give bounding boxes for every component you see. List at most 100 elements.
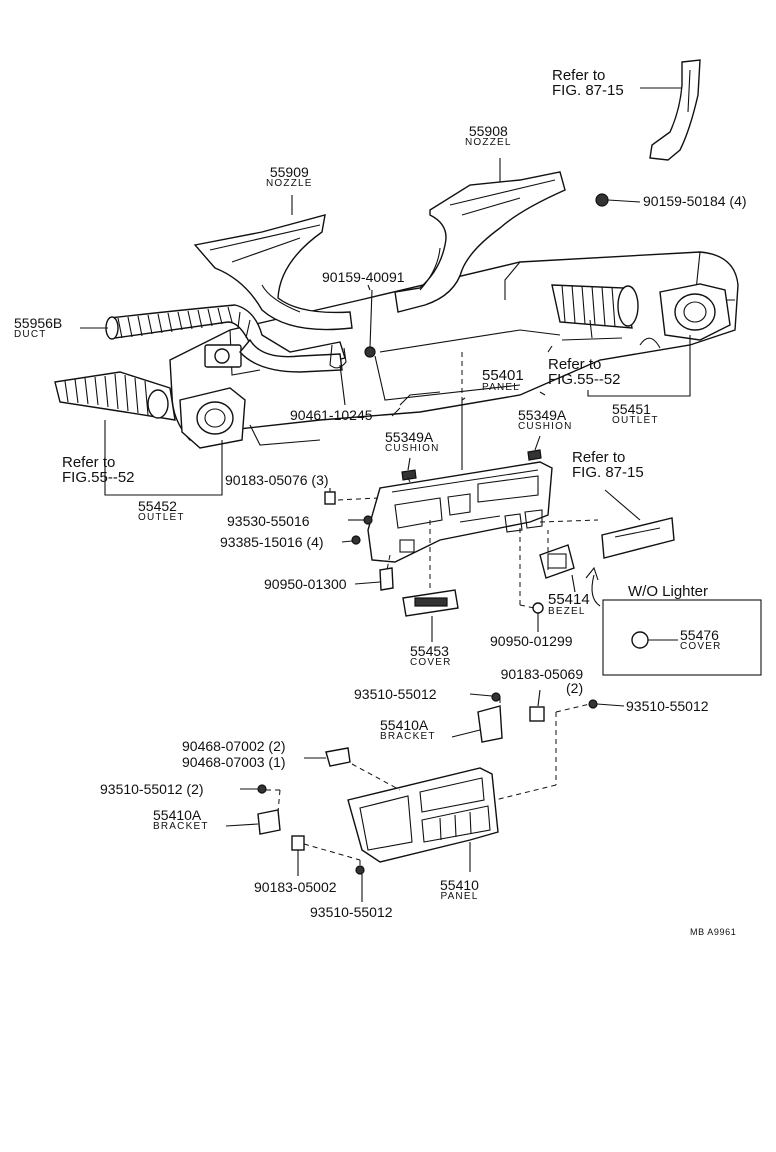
callout-55452: 55452 OUTLET: [138, 499, 185, 523]
screw-93510-55012-left: [257, 784, 267, 794]
duct-55956b: [105, 304, 346, 371]
callout-90159-40091: 90159-40091: [322, 270, 405, 284]
label-line: FIG. 87-15: [552, 82, 624, 99]
part-name: BRACKET: [153, 821, 209, 832]
label-line: Refer to: [62, 454, 116, 471]
clip-90950-01300: [379, 567, 394, 591]
screw-90159-50184: [595, 193, 641, 207]
callout-93510-55012-right: 93510-55012: [626, 699, 709, 713]
part-number: 55452: [138, 498, 177, 514]
callout-55476: 55476 COVER: [680, 628, 722, 652]
cushion-55349a: [401, 449, 542, 481]
duct-connector-left: [239, 338, 343, 373]
trim-fig-87-15: [601, 517, 675, 559]
label-line: Refer to: [552, 67, 606, 84]
callout-refer-fig-87-15-right: Refer to FIG. 87-15: [572, 450, 644, 480]
callout-90159-50184: 90159-50184 (4): [643, 194, 747, 208]
callout-wo-lighter: W/O Lighter: [628, 584, 708, 599]
part-number: 55349A: [518, 407, 567, 423]
part-name: PANEL: [482, 382, 521, 393]
callout-90183-05069: 90183-05069 (2): [492, 666, 584, 696]
part-number: 93510-55012: [354, 686, 437, 702]
clip-90159-40091: [364, 289, 376, 358]
part-name: NOZZEL: [465, 137, 512, 148]
callout-refer-fig-87-15-top: Refer to FIG. 87-15: [552, 68, 624, 98]
part-name: OUTLET: [138, 512, 185, 523]
callout-93530-55016: 93530-55016: [227, 514, 310, 528]
part-name: PANEL: [440, 891, 479, 902]
part-number: 90159-40091: [322, 269, 405, 285]
callout-refer-fig-55-52-left: Refer to FIG.55--52: [62, 455, 135, 485]
bracket-55410a-lower: [257, 809, 281, 835]
callout-90950-01299: 90950-01299: [490, 634, 573, 648]
part-number: 55349A: [385, 429, 434, 445]
part-number: 93530-55016: [227, 513, 310, 529]
part-number: 90950-01299: [490, 633, 573, 649]
part-number: 90159-50184 (4): [643, 193, 747, 209]
screw-93510-55012-upper: [491, 692, 501, 702]
nozzle-55909: [193, 214, 353, 331]
part-number: 55453: [410, 643, 449, 659]
part-number: 90950-01300: [264, 576, 347, 592]
screw-93385-15016: [351, 535, 361, 545]
part-number: 55410: [440, 877, 479, 893]
label-line: FIG.55--52: [548, 371, 621, 388]
callout-55453: 55453 COVER: [410, 644, 452, 668]
figure-code-text: MB A9961: [690, 927, 737, 937]
part-name: DUCT: [14, 329, 47, 340]
outlet-55452-left: [54, 371, 246, 449]
screw-93510-55012-right: [588, 699, 598, 709]
callout-93510-55012-bottom: 93510-55012: [310, 905, 393, 919]
callout-55410a-upper: 55410A BRACKET: [380, 718, 436, 742]
bezel-55414: [539, 544, 575, 579]
wo-lighter-box: [591, 574, 762, 676]
part-name: BEZEL: [548, 606, 586, 617]
callout-refer-fig-55-52-right: Refer to FIG.55--52: [548, 357, 621, 387]
label-line: FIG. 87-15: [572, 464, 644, 481]
part-name: OUTLET: [612, 415, 659, 426]
part-number: 55909: [269, 164, 309, 180]
part-number: 55401: [482, 367, 524, 384]
callout-55414: 55414 BEZEL: [548, 592, 590, 617]
callout-55349a-left: 55349A CUSHION: [385, 430, 440, 454]
part-number: 93385-15016 (4): [220, 534, 324, 550]
callout-55401: 55401 PANEL: [482, 368, 524, 393]
outlet-55451-right: [551, 283, 731, 341]
part-number: 90468-07003 (1): [182, 754, 286, 771]
callout-90461-10245: 90461-10245: [290, 408, 373, 422]
part-number: 90461-10245: [290, 407, 373, 423]
clip-90183-05002: [291, 835, 305, 851]
part-name: CUSHION: [385, 443, 440, 454]
part-number: 90183-05076 (3): [225, 472, 329, 488]
part-name: COVER: [410, 657, 452, 668]
part-number: 55451: [612, 401, 651, 417]
assembly-dashed-lines: [266, 352, 599, 866]
label-line: Refer to: [572, 449, 626, 466]
label-line: FIG.55--52: [62, 469, 135, 486]
part-number: 55908: [468, 123, 508, 139]
part-qty: (2): [566, 680, 584, 696]
part-name: COVER: [680, 641, 722, 652]
callout-55349a-right: 55349A CUSHION: [518, 408, 573, 432]
part-number: 55414: [548, 591, 590, 608]
part-name: NOZZLE: [266, 178, 313, 189]
part-number: 55410A: [153, 807, 202, 823]
cover-55453: [402, 589, 459, 617]
part-number: 90183-05069: [500, 666, 584, 682]
callout-90468: 90468-07002 (2) 90468-07003 (1): [182, 738, 286, 770]
nut-90468-07002: [325, 747, 351, 767]
screw-93510-55012-bottom: [355, 865, 365, 875]
callout-55956b: 55956B DUCT: [14, 316, 62, 340]
part-number: 93510-55012: [310, 904, 393, 920]
part-number: 90468-07002 (2): [182, 738, 286, 754]
clip-90183-05069: [529, 706, 545, 722]
part-number: 55476: [680, 627, 719, 643]
part-name: BRACKET: [380, 731, 436, 742]
callout-55410: 55410 PANEL: [440, 878, 479, 902]
screw-93530-55016: [363, 515, 373, 525]
arrow-wo-lighter: [585, 566, 599, 581]
callout-55909: 55909 NOZZLE: [266, 165, 313, 189]
part-number: 93510-55012 (2): [100, 781, 204, 797]
callout-55908: 55908 NOZZEL: [465, 124, 512, 148]
